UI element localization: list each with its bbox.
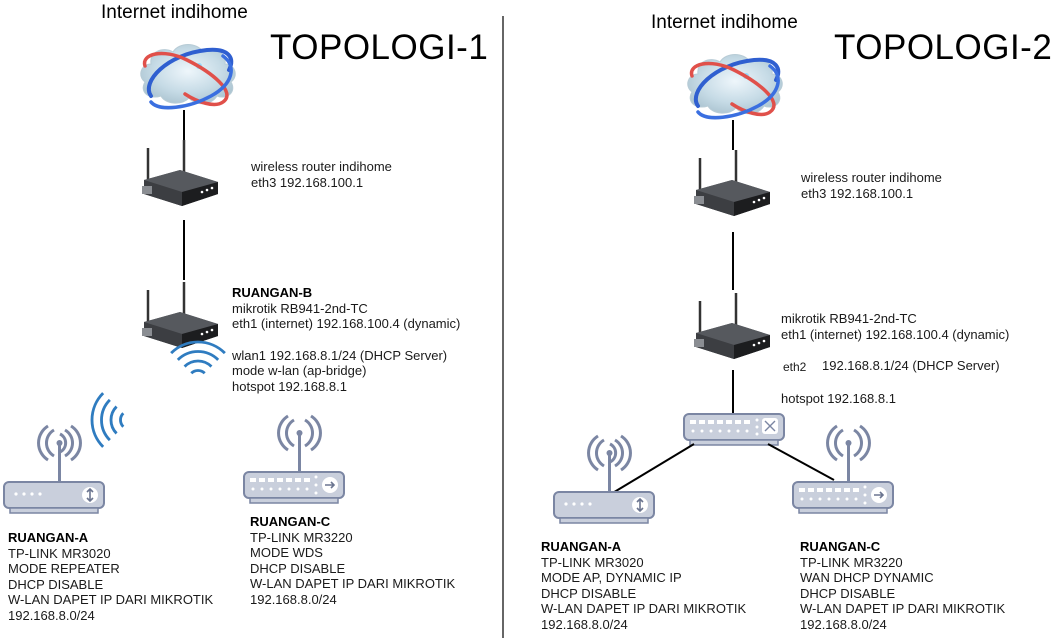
device-name: RUANGAN-C <box>250 514 331 529</box>
info-line: WAN DHCP DYNAMIC <box>800 570 934 585</box>
info-line: TP-LINK MR3020 <box>8 545 111 561</box>
wireless-router-icon <box>140 138 220 208</box>
info-line: DHCP DISABLE <box>250 560 346 576</box>
isp-router-info: wireless router indihome eth3 192.168.10… <box>251 159 392 190</box>
core-router-info: mikrotik RB941-2nd-TC eth1 (internet) 19… <box>781 311 1009 342</box>
info-line: eth1 (internet) 192.168.100.4 (dynamic) <box>232 316 461 331</box>
wifi-waves-icon <box>74 391 132 449</box>
info-line: mikrotik RB941-2nd-TC <box>781 311 917 326</box>
room-a-info: RUANGAN-A TP-LINK MR3020 MODE REPEATER D… <box>8 530 213 623</box>
info-line: TP-LINK MR3220 <box>250 529 353 545</box>
info-line: 192.168.8.0/24 <box>541 616 628 632</box>
info-line: W-LAN DAPET IP DARI MIKROTIK <box>8 592 214 607</box>
info-line: DHCP DISABLE <box>541 585 637 601</box>
info-line: W-LAN DAPET IP DARI MIKROTIK <box>541 601 747 616</box>
info-line: wlan1 192.168.8.1/24 (DHCP Server) <box>232 347 448 363</box>
device-name: RUANGAN-B <box>232 285 313 300</box>
link-switch-room-c <box>767 443 835 481</box>
room-a-info: RUANGAN-A TP-LINK MR3020 MODE AP, DYNAMI… <box>541 539 746 632</box>
access-point-mr3220-icon <box>242 414 346 505</box>
device-name: RUANGAN-A <box>8 530 89 545</box>
info-line: mikrotik RB941-2nd-TC <box>232 300 368 316</box>
info-line: W-LAN DAPET IP DARI MIKROTIK <box>250 576 456 591</box>
internet-cloud-icon <box>685 52 785 120</box>
info-line: wireless router indihome <box>251 159 392 174</box>
info-line: DHCP DISABLE <box>800 585 896 601</box>
room-c-info: RUANGAN-C TP-LINK MR3220 WAN DHCP DYNAMI… <box>800 539 1005 632</box>
info-line: DHCP DISABLE <box>8 576 104 592</box>
core-router-info: RUANGAN-B mikrotik RB941-2nd-TC eth1 (in… <box>232 285 460 394</box>
info-line: mode w-lan (ap-bridge) <box>232 363 367 378</box>
access-point-mr3020-icon <box>2 424 106 515</box>
info-line: 192.168.8.0/24 <box>250 591 337 607</box>
info-line: eth3 192.168.100.1 <box>801 185 914 201</box>
internet-label: Internet indihome <box>651 12 798 33</box>
info-line: hotspot 192.168.8.1 <box>232 378 347 394</box>
info-line: W-LAN DAPET IP DARI MIKROTIK <box>800 601 1006 616</box>
info-line: eth1 (internet) 192.168.100.4 (dynamic) <box>781 326 1010 342</box>
hotspot-info: hotspot 192.168.8.1 <box>781 391 896 406</box>
room-c-info: RUANGAN-C TP-LINK MR3220 MODE WDS DHCP D… <box>250 514 455 607</box>
wireless-router-icon <box>140 280 220 350</box>
info-line: TP-LINK MR3020 <box>541 554 644 570</box>
device-name: RUANGAN-C <box>800 539 881 554</box>
info-line: TP-LINK MR3220 <box>800 554 903 570</box>
info-spacer <box>232 332 460 348</box>
isp-router-info: wireless router indihome eth3 192.168.10… <box>801 170 942 201</box>
topology-title: TOPOLOGI-2 <box>834 28 1053 67</box>
info-line: 192.168.8.0/24 <box>8 607 95 623</box>
internet-label: Internet indihome <box>101 2 248 23</box>
info-line: MODE WDS <box>250 545 323 560</box>
eth2-label: eth2 <box>783 360 807 374</box>
info-line: MODE AP, DYNAMIC IP <box>541 570 682 585</box>
device-name: RUANGAN-A <box>541 539 622 554</box>
internet-cloud-icon <box>138 42 238 110</box>
info-line: eth3 192.168.100.1 <box>251 174 364 190</box>
access-point-mr3020-icon <box>552 434 656 525</box>
topology-title: TOPOLOGI-1 <box>270 28 489 67</box>
wireless-router-icon <box>692 291 772 361</box>
info-line: MODE REPEATER <box>8 561 120 576</box>
link-switch-room-a <box>600 443 695 501</box>
access-point-mr3220-icon <box>791 424 895 515</box>
network-switch-icon <box>683 413 785 446</box>
eth2-value: 192.168.8.1/24 (DHCP Server) <box>822 358 1000 373</box>
info-line: 192.168.8.0/24 <box>800 616 887 632</box>
info-line: wireless router indihome <box>801 170 942 185</box>
wireless-router-icon <box>692 148 772 218</box>
